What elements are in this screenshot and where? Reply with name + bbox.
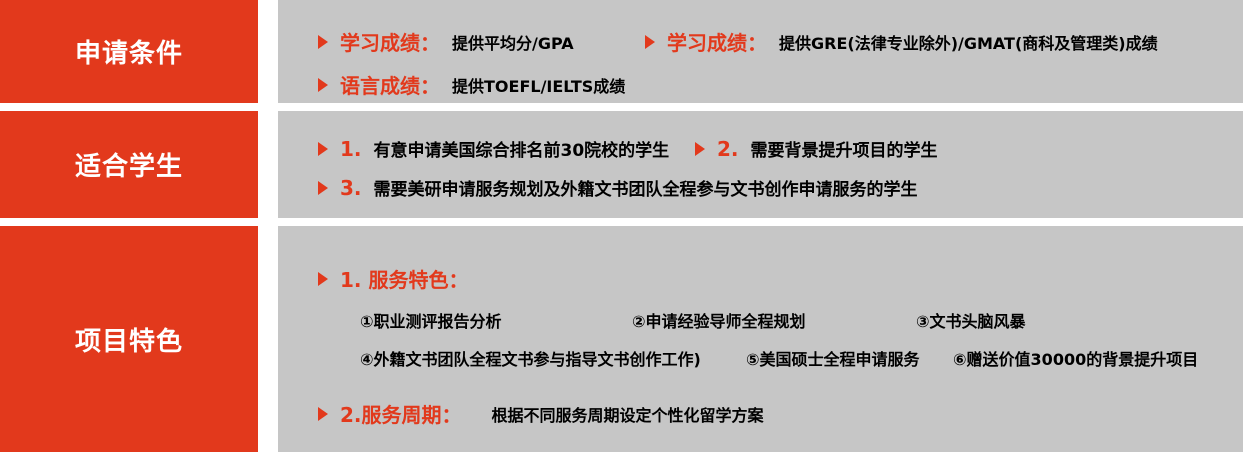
section-label-text: 申请条件 xyxy=(74,39,183,69)
arrow-bullet-icon xyxy=(645,34,655,49)
arrow-bullet-icon xyxy=(318,271,328,286)
feature-item: ③文书头脑风暴 xyxy=(916,312,1026,331)
bullet-item-student-type-2: 2. 需要背景提升项目的学生 xyxy=(695,136,938,161)
item-text: 提供TOEFL/IELTS成绩 xyxy=(452,76,626,96)
content-row: 语言成绩： 提供TOEFL/IELTS成绩 xyxy=(318,70,1243,99)
section-content-application-requirements: 学习成绩： 提供平均分/GPA 学习成绩： 提供GRE(法律专业除外)/GMAT… xyxy=(278,0,1243,103)
section-label-text: 适合学生 xyxy=(74,152,183,182)
item-text: 提供平均分/GPA xyxy=(452,33,574,53)
item-text: 根据不同服务周期设定个性化留学方案 xyxy=(491,405,764,425)
content-row: 学习成绩： 提供平均分/GPA 学习成绩： 提供GRE(法律专业除外)/GMAT… xyxy=(318,27,1243,56)
section-content-program-features: 1. 服务特色： ①职业测评报告分析 ②申请经验导师全程规划 ③文书头脑风暴 ④… xyxy=(278,226,1243,452)
item-text: 需要背景提升项目的学生 xyxy=(750,141,938,161)
feature-item: ⑤美国硕士全程申请服务 xyxy=(746,350,920,369)
item-keyword: 2.服务周期： xyxy=(340,403,462,427)
bullet-item-academic-score: 学习成绩： 提供平均分/GPA xyxy=(318,27,645,56)
item-text: 有意申请美国综合排名前30院校的学生 xyxy=(373,141,670,161)
feature-item: ②申请经验导师全程规划 xyxy=(632,312,806,331)
section-label-application-requirements: 申请条件 xyxy=(0,0,258,103)
arrow-bullet-icon xyxy=(318,406,328,421)
bullet-item-service-features-heading: 1. 服务特色： xyxy=(318,264,1243,293)
item-number: 2. xyxy=(717,136,739,161)
bullet-item-test-score: 学习成绩： 提供GRE(法律专业除外)/GMAT(商科及管理类)成绩 xyxy=(645,27,1158,56)
bullet-item-language-score: 语言成绩： 提供TOEFL/IELTS成绩 xyxy=(318,70,625,99)
feature-item: ④外籍文书团队全程文书参与指导文书创作工作) xyxy=(360,350,701,369)
item-keyword: 学习成绩： xyxy=(667,31,767,55)
feature-list-row-2: ④外籍文书团队全程文书参与指导文书创作工作) ⑤美国硕士全程申请服务 ⑥赠送价值… xyxy=(360,346,1243,370)
bullet-item-student-type-1: 1. 有意申请美国综合排名前30院校的学生 xyxy=(318,136,695,161)
content-row: 3. 需要美研申请服务规划及外籍文书团队全程参与文书创作申请服务的学生 xyxy=(318,175,1243,200)
bullet-item-service-period: 2.服务周期： 根据不同服务周期设定个性化留学方案 xyxy=(318,399,1243,428)
item-number: 3. xyxy=(340,175,362,200)
content-row: 1. 有意申请美国综合排名前30院校的学生 2. 需要背景提升项目的学生 xyxy=(318,136,1243,161)
arrow-bullet-icon xyxy=(318,141,328,156)
arrow-bullet-icon xyxy=(695,141,705,156)
item-text: 需要美研申请服务规划及外籍文书团队全程参与文书创作申请服务的学生 xyxy=(373,180,918,200)
section-application-requirements: 申请条件 学习成绩： 提供平均分/GPA 学习成绩： 提供GRE(法律专业除外)… xyxy=(0,0,1243,103)
section-label-text: 项目特色 xyxy=(74,326,183,357)
arrow-bullet-icon xyxy=(318,77,328,92)
item-keyword: 学习成绩： xyxy=(340,31,440,55)
section-suitable-students: 适合学生 1. 有意申请美国综合排名前30院校的学生 2. 需要背景提升项目的学… xyxy=(0,111,1243,218)
feature-item: ⑥赠送价值30000的背景提升项目 xyxy=(953,350,1199,369)
item-keyword: 语言成绩： xyxy=(340,74,440,98)
arrow-bullet-icon xyxy=(318,34,328,49)
section-content-suitable-students: 1. 有意申请美国综合排名前30院校的学生 2. 需要背景提升项目的学生 3. … xyxy=(278,111,1243,218)
bullet-item-student-type-3: 3. 需要美研申请服务规划及外籍文书团队全程参与文书创作申请服务的学生 xyxy=(318,175,918,200)
item-keyword: 1. 服务特色： xyxy=(340,268,469,292)
feature-list-row-1: ①职业测评报告分析 ②申请经验导师全程规划 ③文书头脑风暴 xyxy=(360,308,1243,332)
arrow-bullet-icon xyxy=(318,180,328,195)
item-text: 提供GRE(法律专业除外)/GMAT(商科及管理类)成绩 xyxy=(779,33,1158,53)
section-label-program-features: 项目特色 xyxy=(0,226,258,452)
feature-item: ①职业测评报告分析 xyxy=(360,312,502,331)
section-label-suitable-students: 适合学生 xyxy=(0,111,258,218)
section-program-features: 项目特色 1. 服务特色： ①职业测评报告分析 ②申请经验导师全程规划 ③文书头… xyxy=(0,226,1243,452)
item-number: 1. xyxy=(340,136,362,161)
